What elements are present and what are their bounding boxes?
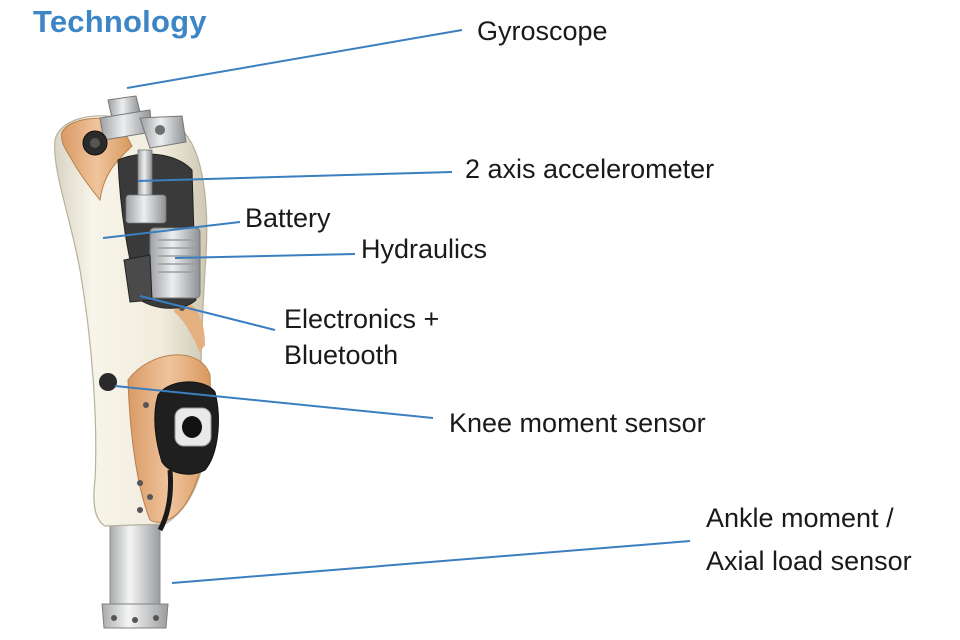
label-ankle-line2: Axial load sensor bbox=[706, 546, 912, 576]
knee-shell bbox=[54, 115, 219, 532]
page-title: Technology bbox=[33, 4, 207, 39]
leader-lines bbox=[102, 29, 691, 584]
label-electronics-line1: Electronics + bbox=[284, 304, 440, 334]
gyroscope-leader-line bbox=[126, 29, 463, 89]
label-gyroscope: Gyroscope bbox=[477, 16, 608, 46]
label-hydraulics: Hydraulics bbox=[361, 234, 488, 264]
label-knee-moment-sensor: Knee moment sensor bbox=[449, 408, 706, 438]
accelerometer-leader-line bbox=[137, 171, 453, 182]
label-battery: Battery bbox=[245, 203, 331, 233]
electronics-leader-line bbox=[139, 295, 276, 331]
ankle-sensor-leader-line bbox=[171, 540, 691, 584]
pyramid-adapter bbox=[82, 95, 187, 156]
knee-sensor-leader-line bbox=[114, 385, 434, 419]
label-accelerometer: 2 axis accelerometer bbox=[465, 154, 715, 184]
label-ankle-line1: Ankle moment / bbox=[706, 503, 894, 533]
pylon-tube bbox=[101, 521, 169, 629]
battery-leader-line bbox=[102, 221, 241, 239]
label-electronics-line2: Bluetooth bbox=[284, 340, 399, 370]
hydraulics-leader-line bbox=[174, 253, 356, 259]
